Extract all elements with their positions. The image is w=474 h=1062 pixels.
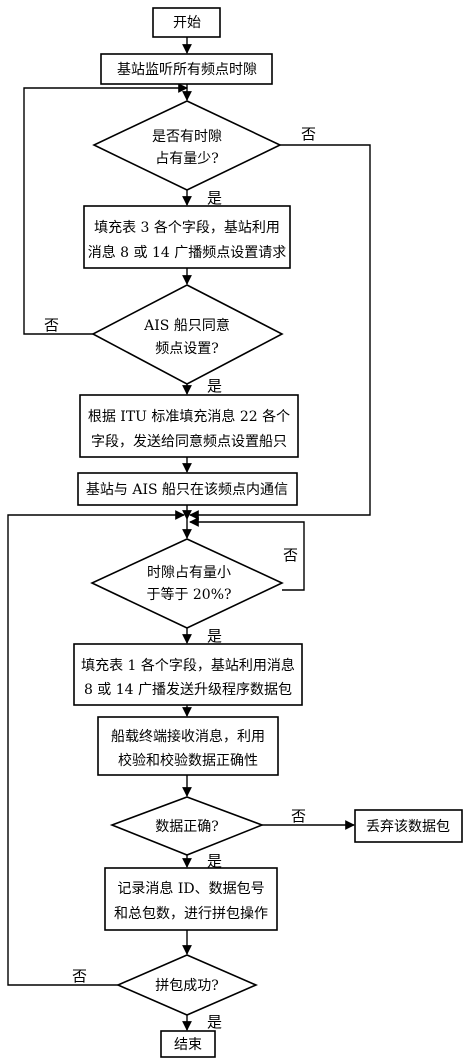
end-label: 结束	[174, 1037, 202, 1053]
step-fill3-line-1: 填充表 3 各个字段，基站利用	[94, 219, 280, 236]
yes-label-20: 是	[207, 627, 222, 645]
step-discard-label: 丢弃该数据包	[366, 819, 450, 835]
step-record-line-1: 记录消息 ID、数据包号	[117, 880, 264, 897]
step-discard: 丢弃该数据包	[354, 809, 463, 843]
start-node: 开始	[152, 7, 221, 38]
step-receive-line-2: 校验和校验数据正确性	[118, 752, 258, 769]
path-decision-slots-no	[189, 144, 371, 520]
decision-pack-label: 拼包成功?	[155, 978, 219, 994]
decision-slots: 是否有时隙 占有量少?	[92, 100, 282, 191]
step-itu-line-1: 根据 ITU 标准填充消息 22 各个	[88, 408, 290, 425]
no-label-ais: 否	[44, 316, 59, 334]
decision-20-line-2: 于等于 20%?	[146, 586, 231, 603]
decision-correct-label: 数据正确?	[155, 819, 219, 835]
loop-decision-20-no	[189, 517, 305, 591]
step-comm: 基站与 AIS 船只在该频点内通信	[77, 472, 298, 506]
step-comm-label: 基站与 AIS 船只在该频点内通信	[86, 481, 288, 498]
end-node: 结束	[160, 1030, 216, 1058]
no-label-correct: 否	[291, 807, 306, 825]
step-fill3: 填充表 3 各个字段，基站利用 消息 8 或 14 广播频点设置请求	[83, 205, 291, 269]
step-fill3-line-2: 消息 8 或 14 广播频点设置请求	[88, 244, 287, 261]
connectors	[7, 37, 371, 1031]
yes-label-pack: 是	[207, 1013, 222, 1031]
no-label-slots: 否	[301, 125, 316, 143]
step-receive-line-1: 船载终端接收消息，利用	[111, 728, 265, 745]
decision-20-line-1: 时隙占有量小	[147, 565, 231, 581]
no-label-20: 否	[283, 546, 298, 564]
step-record: 记录消息 ID、数据包号 和总包数，进行拼包操作	[104, 867, 278, 931]
step-fill1-line-1: 填充表 1 各个字段，基站利用消息	[81, 657, 295, 674]
decision-ais-line-1: AIS 船只同意	[143, 317, 230, 334]
step-itu: 根据 ITU 标准填充消息 22 各个 字段，发送给同意频点设置船只	[79, 394, 299, 458]
step-monitor: 基站监听所有频点时隙	[100, 53, 273, 85]
branch-labels: 否 是 否 是 否 是 否 是 否 是	[44, 125, 316, 1031]
step-itu-line-2: 字段，发送给同意频点设置船只	[91, 433, 287, 450]
step-receive: 船载终端接收消息，利用 校验和校验数据正确性	[97, 716, 279, 776]
step-fill1-line-2: 8 或 14 广播发送升级程序数据包	[84, 682, 292, 698]
no-label-pack: 否	[72, 967, 87, 985]
decision-correct: 数据正确?	[109, 796, 265, 856]
decision-pack: 拼包成功?	[115, 954, 259, 1016]
decision-ais: AIS 船只同意 频点设置?	[91, 284, 284, 385]
loop-decision-ais-no	[23, 83, 188, 335]
step-record-line-2: 和总包数，进行拼包操作	[114, 906, 268, 922]
decision-ais-line-2: 频点设置?	[155, 341, 219, 357]
decision-20: 时隙占有量小 于等于 20%?	[90, 538, 284, 629]
loop-decision-pack-no	[7, 510, 185, 986]
start-label: 开始	[173, 15, 201, 31]
step-fill1: 填充表 1 各个字段，基站利用消息 8 或 14 广播发送升级程序数据包	[73, 643, 303, 706]
step-monitor-label: 基站监听所有频点时隙	[117, 61, 257, 78]
yes-label-correct: 是	[207, 852, 222, 870]
decision-slots-line-2: 占有量少?	[155, 151, 219, 167]
decision-slots-line-1: 是否有时隙	[152, 129, 222, 145]
yes-label-ais: 是	[207, 377, 222, 395]
yes-label-slots: 是	[207, 189, 222, 207]
